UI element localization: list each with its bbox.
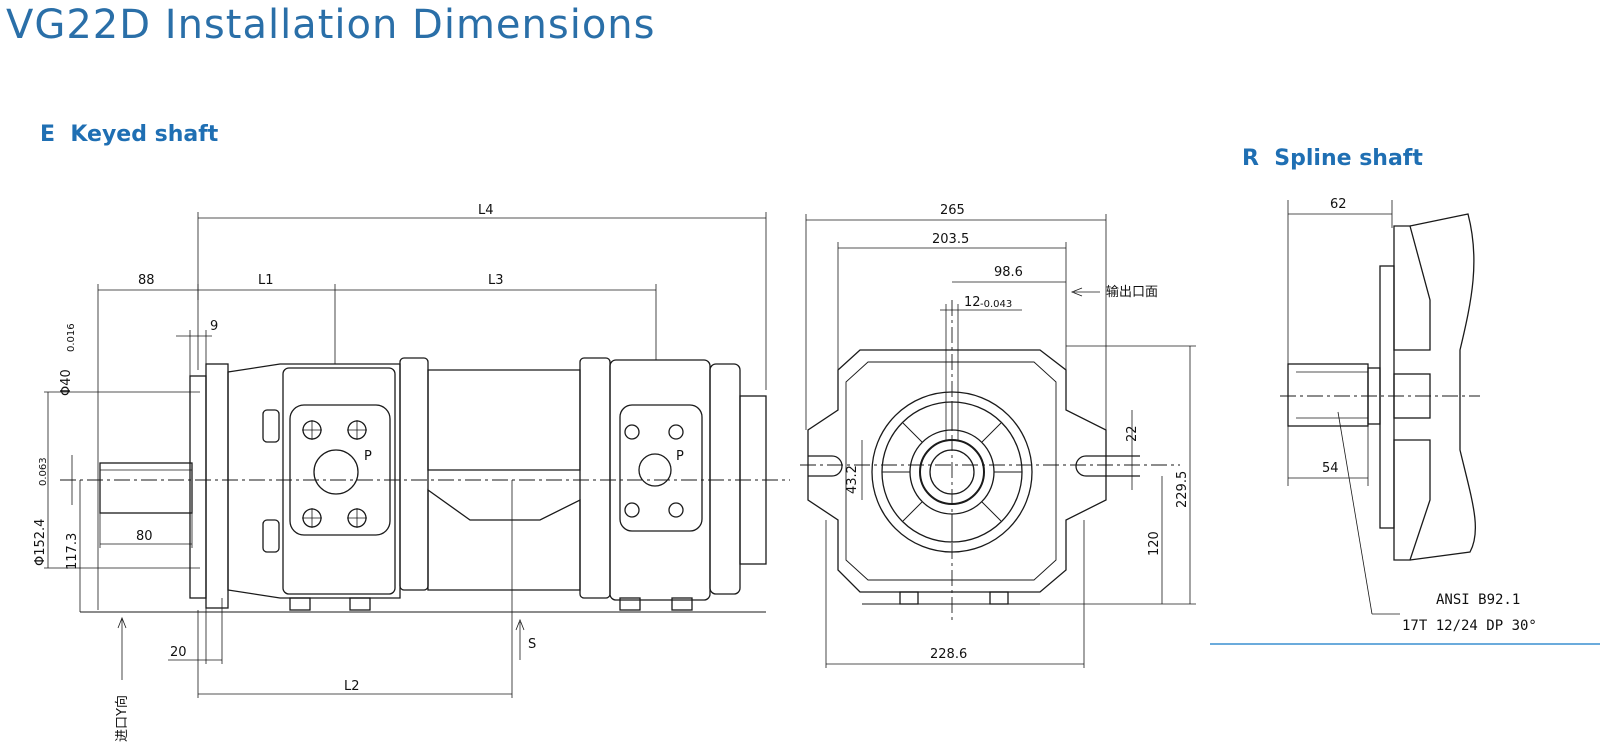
dim-98-6: 98.6: [994, 265, 1023, 280]
suction-label: S: [528, 637, 536, 652]
dim-phi40-tolerance: 0.016: [66, 323, 77, 352]
spline-spec-teeth: 17T 12/24 DP 30°: [1402, 618, 1537, 634]
side-view: P P: [33, 203, 790, 742]
dim-phi40: Φ40: [59, 369, 74, 396]
front-port-p: [313, 449, 359, 495]
keyed-shaft-heading: E Keyed shaft: [40, 122, 218, 147]
keyed-shaft-label: Keyed shaft: [70, 122, 219, 147]
dim-9: 9: [210, 319, 218, 334]
dim-phi152-tolerance: 0.063: [38, 457, 49, 486]
dim-20: 20: [170, 645, 187, 660]
dim-43-2: 43.2: [845, 465, 860, 494]
spline-view: 62 54 ANSI B92.1 17T 12/24 DP 30°: [1210, 197, 1600, 645]
spline-shaft-letter: R: [1242, 146, 1259, 171]
middle-flange: [399, 357, 429, 591]
dim-l2: L2: [344, 679, 360, 694]
dim-203-5: 203.5: [932, 232, 969, 247]
keyed-shaft: [99, 462, 193, 514]
right-mounting-slot: [1075, 455, 1140, 477]
spline-flange: [1409, 213, 1476, 561]
dim-l1: L1: [258, 273, 274, 288]
dim-l3: L3: [488, 273, 504, 288]
dim-12: 12: [964, 295, 981, 310]
front-view: 265 203.5 98.6 12 -0.043 输出口面 228.6 43.2…: [800, 203, 1196, 668]
front-shaft-bore: [929, 449, 975, 495]
dim-22: 22: [1125, 425, 1140, 442]
spline-shaft: [1287, 363, 1369, 427]
rear-port-p: [638, 453, 672, 487]
keyed-shaft-letter: E: [40, 122, 56, 147]
dim-phi152: Φ152.4: [33, 519, 48, 566]
dim-229-5: 229.5: [1175, 471, 1190, 508]
dim-228-6: 228.6: [930, 647, 967, 662]
front-outer-ring: [871, 391, 1033, 553]
dim-120: 120: [1147, 531, 1162, 556]
dim-80: 80: [136, 529, 153, 544]
front-port-plate: [289, 404, 391, 536]
dim-12-tolerance: -0.043: [980, 299, 1012, 310]
front-flange-outline: [807, 349, 1107, 593]
front-pump-body: [227, 363, 401, 599]
rear-port-plate: [619, 404, 703, 532]
dim-117-3: 117.3: [65, 533, 80, 570]
dim-54: 54: [1322, 461, 1339, 476]
left-mounting-slot: [808, 455, 843, 477]
inlet-direction-label: 进口Y向: [114, 695, 130, 742]
spline-spec-standard: ANSI B92.1: [1436, 592, 1520, 608]
page-title: VG22D Installation Dimensions: [6, 2, 656, 48]
dim-62: 62: [1330, 197, 1347, 212]
port-p-label: P: [364, 449, 372, 464]
dim-265: 265: [940, 203, 965, 218]
spline-shaft-heading: R Spline shaft: [1242, 146, 1423, 171]
spline-shaft-label: Spline shaft: [1274, 146, 1423, 171]
dim-88: 88: [138, 273, 155, 288]
dim-l4: L4: [478, 203, 494, 218]
port-p-label: P: [676, 449, 684, 464]
outlet-face-label: 输出口面: [1106, 284, 1158, 300]
